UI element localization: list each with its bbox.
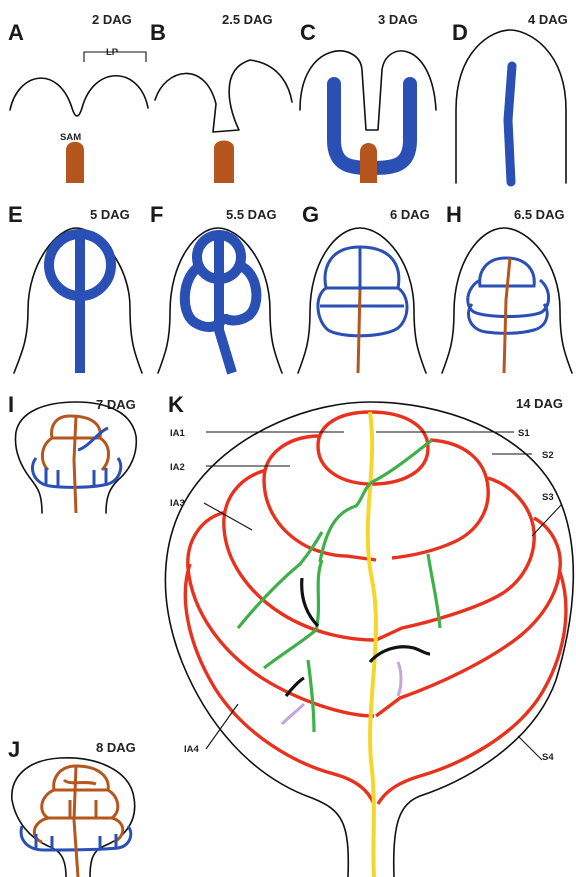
panel-letter-h: H [446,202,462,227]
stage-label-h: 6.5 DAG [514,207,565,222]
panel-letter-b: B [150,20,166,45]
loop-veins-g [318,247,407,336]
label-s3: S3 [542,492,554,503]
sam-label: SAM [60,132,81,143]
panel-g: G 6 DAG [298,202,430,373]
label-ia3: IA3 [170,498,185,509]
primordia-outline-b [155,60,292,132]
panel-letter-d: D [452,20,468,45]
panel-letter-f: F [150,202,163,227]
panel-letter-a: A [8,20,24,45]
label-s4: S4 [542,752,554,763]
label-ia1: IA1 [170,428,186,439]
black-vein-left [286,578,318,696]
panel-d: D 4 DAG [452,12,568,183]
midvein-f [219,235,232,373]
stage-label-g: 6 DAG [390,207,430,222]
black-vein-right [370,647,430,662]
stage-label-e: 5 DAG [90,207,130,222]
panel-letter-e: E [8,202,23,227]
loop-veins-j-brown [34,766,122,842]
pointer-ia4 [206,704,238,749]
stage-label-a: 2 DAG [92,12,132,27]
panel-letter-i: I [8,392,14,417]
panel-letter-g: G [302,202,319,227]
green-vein-left-mid [320,482,372,562]
provasculature-c [360,143,377,183]
stage-label-f: 5.5 DAG [226,207,277,222]
midvein-brown-g [358,290,360,373]
green-vein-right-lower [428,554,440,628]
lilac-vein-right [398,662,401,696]
stage-label-j: 8 DAG [96,740,136,755]
panel-e: E 5 DAG [8,202,142,373]
panel-b: B 2.5 DAG [150,12,292,183]
panel-j: J 8 DAG [8,737,136,877]
pointer-s4 [518,736,542,760]
primordia-outline-a [10,76,148,116]
stage-label-b: 2.5 DAG [222,12,273,27]
midvein-i [74,416,76,513]
stage-label-k: 14 DAG [516,396,563,411]
lilac-vein-left [282,704,304,724]
panel-letter-k: K [168,392,184,417]
stage-label-d: 4 DAG [528,12,568,27]
midvein-d [508,66,512,182]
sam-provasculature-a [66,142,84,183]
panel-i: I 7 DAG [8,392,136,513]
panel-letter-j: J [8,737,20,762]
panel-k: K 14 DAG IA1 IA2 IA3 I [165,392,573,877]
panel-c: C 3 DAG [300,12,436,183]
label-ia2: IA2 [170,462,185,473]
panel-h: H 6.5 DAG [442,202,572,373]
label-s2: S2 [542,450,554,461]
stage-label-c: 3 DAG [378,12,418,27]
lp-label: LP [106,47,119,58]
loop-vein-ia2 [264,436,488,560]
panel-a: A 2 DAG LP SAM [8,12,148,183]
label-ia4: IA4 [184,744,200,755]
panel-f: F 5.5 DAG [150,202,282,373]
panel-letter-c: C [300,20,316,45]
label-s1: S1 [518,428,530,439]
green-vein-right-upper [372,440,432,482]
provasculature-b [214,141,234,184]
